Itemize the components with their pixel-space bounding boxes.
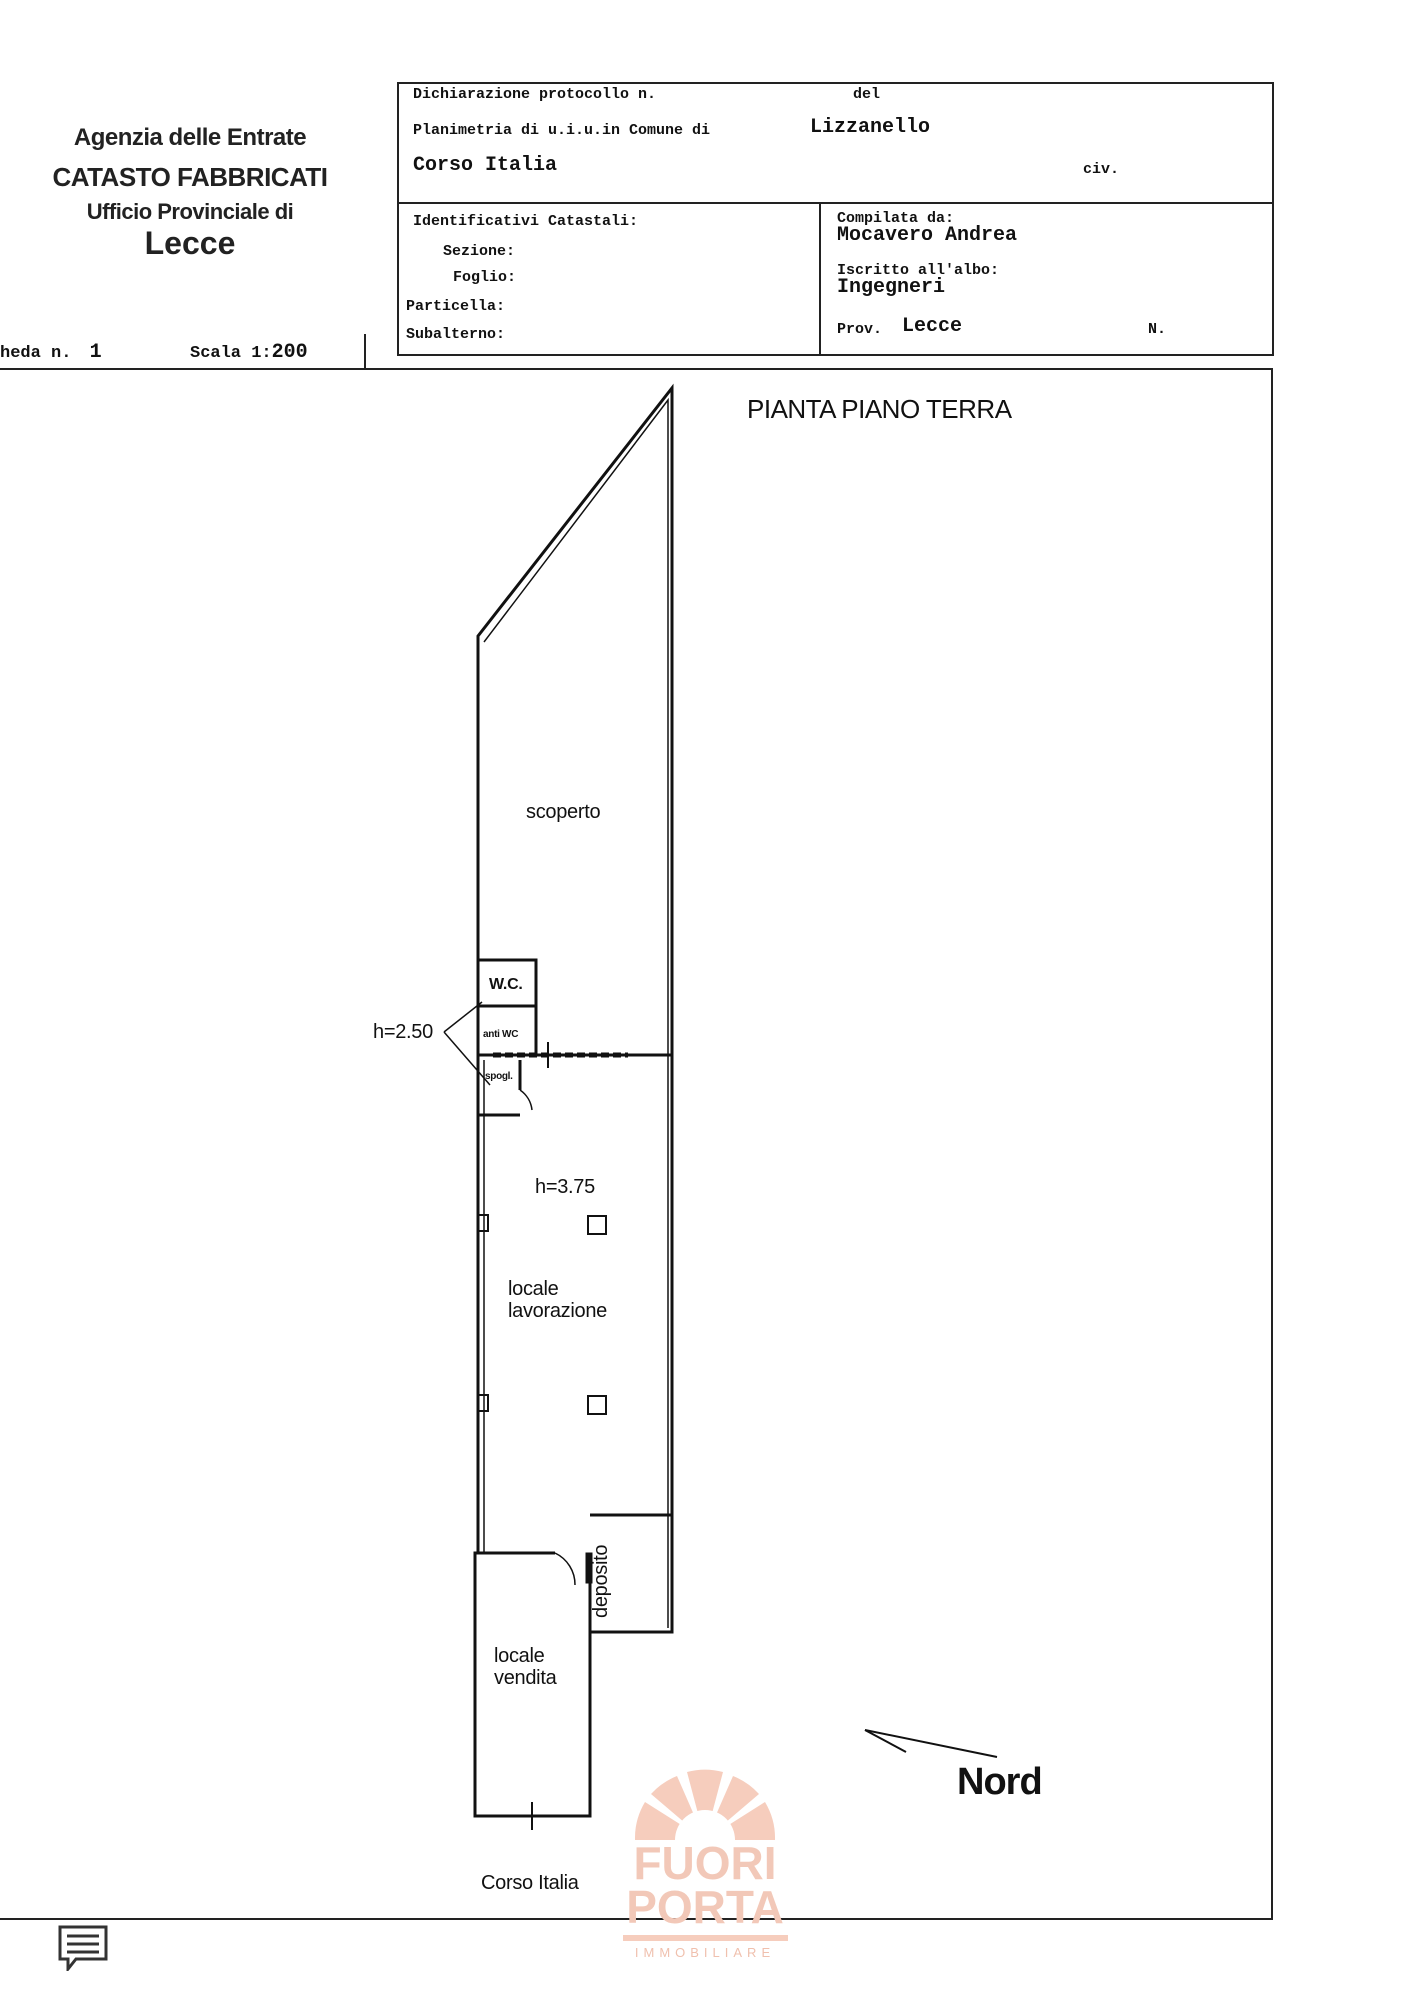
scala-label: Scala 1:200 <box>190 341 308 364</box>
room-wc: W.C. <box>489 976 523 993</box>
pillar <box>477 1394 489 1412</box>
pillar <box>587 1215 607 1235</box>
watermark-logo: FUORI PORTA IMMOBILIARE <box>615 1740 795 1960</box>
ufficio-city: Lecce <box>144 225 236 261</box>
sunburst-icon <box>634 1769 776 1870</box>
form-divider-horizontal <box>397 202 1274 204</box>
wall-wc <box>478 958 538 1055</box>
indirizzo-value: Corso Italia <box>413 154 558 177</box>
room-anti-wc: anti WC <box>483 1029 519 1040</box>
plan-frame <box>0 368 1273 1920</box>
room-lavorazione-line2: lavorazione <box>508 1300 607 1322</box>
iscritto-label: Iscritto all'albo: <box>837 262 1000 279</box>
pillar <box>587 1395 607 1415</box>
room-vendita-line1: locale <box>494 1645 545 1667</box>
plan-title: PIANTA PIANO TERRA <box>747 394 1012 424</box>
civ-label: civ. <box>1083 161 1120 178</box>
iscritto-value: Ingegneri <box>837 276 946 299</box>
logo-line2: PORTA <box>626 1881 784 1933</box>
scheda-text: heda n. <box>0 344 72 363</box>
room-spogl: spogl. <box>485 1071 513 1082</box>
scheda-label: heda n. 1 <box>0 341 102 364</box>
logo-line1: FUORI <box>633 1837 777 1889</box>
particella-label: Particella: <box>406 298 506 315</box>
identificativi-label: Identificativi Catastali: <box>413 213 639 230</box>
planimetria-label: Planimetria di u.i.u.in Comune di <box>413 122 711 139</box>
logo-bar <box>622 1935 788 1941</box>
north-label: Nord <box>957 1761 1043 1803</box>
foglio-label: Foglio: <box>453 269 517 286</box>
room-vendita-line2: vendita <box>494 1667 557 1689</box>
ufficio-label: Ufficio Provinciale di <box>86 199 294 224</box>
del-label: del <box>853 86 881 103</box>
height-3-75: h=3.75 <box>535 1176 595 1198</box>
north-arrow <box>864 1729 998 1758</box>
room-deposito: deposito <box>590 1544 612 1618</box>
compilata-label: Compilata da: <box>837 210 955 227</box>
comune-value: Lizzanello <box>810 116 931 139</box>
scala-text: Scala 1: <box>190 344 272 363</box>
compilata-value: Mocavero Andrea <box>837 224 1018 247</box>
height-2-50: h=2.50 <box>373 1021 433 1043</box>
scala-value: 200 <box>271 341 308 364</box>
outer-wall <box>473 383 674 1818</box>
catasto-title: CATASTO FABBRICATI <box>52 162 328 192</box>
document-list-icon[interactable] <box>58 1925 108 1976</box>
form-box <box>397 82 1274 356</box>
sezione-label: Sezione: <box>443 243 516 260</box>
prov-value: Lecce <box>902 315 963 338</box>
n-label: N. <box>1148 321 1167 338</box>
subalterno-label: Subalterno: <box>406 326 506 343</box>
agency-name: Agenzia delle Entrate <box>73 124 307 151</box>
room-scoperto: scoperto <box>526 801 601 823</box>
prov-label: Prov. <box>837 321 883 338</box>
street-label: Corso Italia <box>481 1872 579 1894</box>
logo-line3: IMMOBILIARE <box>634 1945 776 1960</box>
agency-block: Agenzia delle Entrate CATASTO FABBRICATI… <box>0 124 380 262</box>
form-divider-vertical <box>819 202 821 356</box>
scheda-number: 1 <box>89 341 102 364</box>
pillar <box>477 1214 489 1232</box>
room-lavorazione-line1: locale <box>508 1278 559 1300</box>
dichiarazione-label: Dichiarazione protocollo n. <box>413 86 657 103</box>
